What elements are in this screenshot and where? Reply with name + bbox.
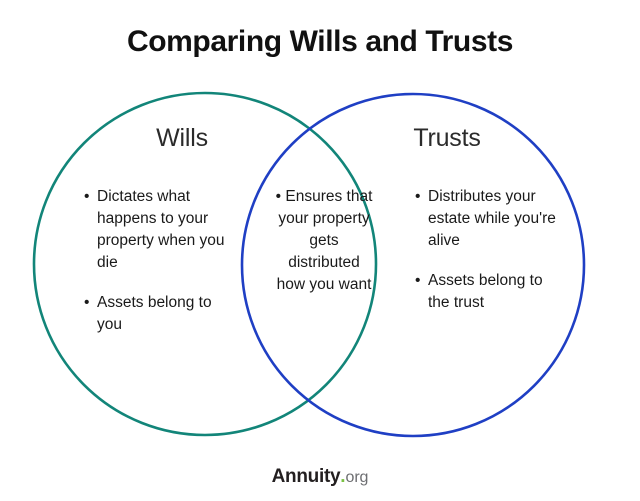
center-overlap-bullet-list: • Ensures that your property gets distri… [272, 186, 376, 296]
list-item: • Distributes your estate while you're a… [415, 186, 567, 252]
list-item-text: Ensures that your property gets distribu… [276, 188, 373, 293]
list-item-text: Distributes your estate while you're ali… [428, 188, 556, 249]
logo-dot-icon: . [340, 466, 346, 487]
bullet-icon: • [415, 188, 421, 205]
left-circle-heading: Wills [156, 124, 208, 152]
page-title: Comparing Wills and Trusts [126, 25, 514, 58]
bullet-icon: • [84, 294, 90, 311]
right-circle-heading: Trusts [413, 124, 481, 152]
list-item-text: Assets belong to the trust [428, 272, 543, 311]
list-item: • Assets belong to you [84, 292, 234, 336]
logo-name-text: Annuity [271, 466, 341, 487]
bullet-icon: • [84, 188, 90, 205]
list-item-text: Dictates what happens to your property w… [97, 188, 225, 271]
site-logo: Annuity.org [0, 466, 640, 488]
list-item: • Assets belong to the trust [415, 270, 567, 314]
bullet-icon: • [275, 188, 282, 205]
logo-tld-text: org [345, 469, 369, 486]
left-circle [32, 91, 378, 437]
list-item-text: Assets belong to you [97, 294, 212, 333]
right-circle [240, 92, 586, 438]
list-item: • Dictates what happens to your property… [84, 186, 234, 274]
left-circle-bullet-list: • Dictates what happens to your property… [84, 186, 234, 336]
bullet-icon: • [415, 272, 421, 289]
right-circle-bullet-list: • Distributes your estate while you're a… [415, 186, 567, 314]
